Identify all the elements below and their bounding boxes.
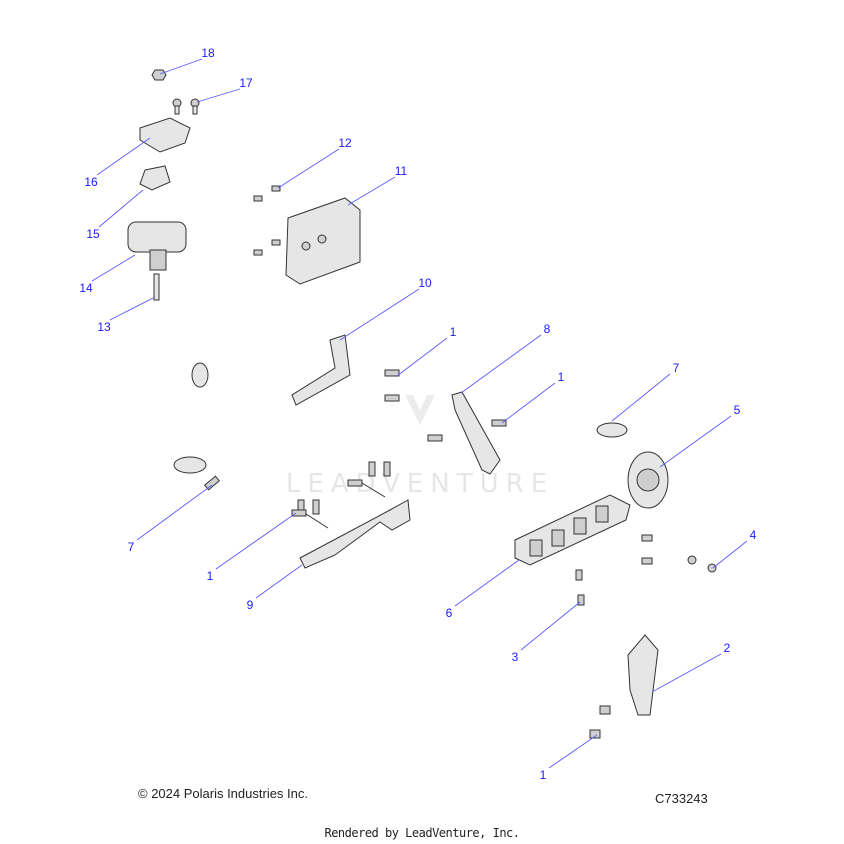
part-throttle-body-5[interactable] (627, 451, 669, 509)
part-loop-clamp[interactable] (191, 362, 209, 388)
callout-12[interactable]: 12 (338, 136, 352, 150)
callout-7[interactable]: 7 (673, 361, 680, 375)
part-fuel-rail-6[interactable] (514, 494, 631, 566)
callout-9[interactable]: 9 (247, 598, 254, 612)
callout-8[interactable]: 8 (544, 322, 551, 336)
callout-3[interactable]: 3 (512, 650, 519, 664)
part-clamp-7-left[interactable] (173, 456, 220, 491)
part-bracket-16[interactable] (139, 117, 191, 153)
callout-1[interactable]: 1 (207, 569, 214, 583)
part-strap-8[interactable] (451, 391, 501, 475)
part-bracket-2[interactable] (627, 634, 659, 716)
part-screws-12[interactable] (253, 185, 281, 256)
leader-line (215, 512, 297, 570)
leader-line (159, 58, 203, 75)
part-nut-18[interactable] (151, 69, 167, 81)
leader-line (548, 734, 598, 769)
callout-16[interactable]: 16 (84, 175, 98, 189)
callout-15[interactable]: 15 (86, 227, 100, 241)
part-screws-3[interactable] (575, 534, 653, 606)
watermark: LEADVENTURE (286, 469, 554, 499)
part-ecu-11[interactable] (285, 197, 361, 285)
callout-7[interactable]: 7 (128, 540, 135, 554)
part-clamp-7-right[interactable] (596, 422, 628, 438)
watermark-logo (405, 395, 435, 425)
diagram-code: C733243 (655, 791, 708, 806)
part-clip-15[interactable] (139, 165, 171, 191)
leader-line (196, 88, 241, 103)
callout-4[interactable]: 4 (750, 528, 757, 542)
copyright-text: © 2024 Polaris Industries Inc. (138, 786, 308, 801)
callout-10[interactable]: 10 (418, 276, 432, 290)
leader-line (91, 254, 136, 282)
part-nuts-4[interactable] (687, 555, 717, 573)
part-ignition-coil-14[interactable] (127, 221, 187, 271)
leader-line (136, 484, 213, 541)
leader-line (255, 564, 303, 599)
callout-18[interactable]: 18 (201, 46, 215, 60)
callout-6[interactable]: 6 (446, 606, 453, 620)
leader-line (460, 334, 542, 394)
callout-1[interactable]: 1 (540, 768, 547, 782)
callout-1[interactable]: 1 (450, 325, 457, 339)
callout-14[interactable]: 14 (79, 281, 93, 295)
callout-13[interactable]: 13 (97, 320, 111, 334)
leader-line (96, 137, 151, 176)
leader-line (501, 382, 556, 424)
part-bolt-13[interactable] (153, 273, 160, 301)
leader-line (109, 296, 156, 321)
leader-line (396, 337, 448, 377)
part-bolts-9[interactable] (291, 461, 391, 529)
leader-line (98, 189, 144, 228)
leader-line (659, 415, 732, 468)
callout-17[interactable]: 17 (239, 76, 253, 90)
leader-line (454, 559, 520, 607)
callout-11[interactable]: 11 (395, 164, 408, 178)
leader-line (339, 288, 420, 341)
part-bracket-10[interactable] (291, 334, 351, 406)
leader-line (651, 653, 722, 693)
callout-5[interactable]: 5 (734, 403, 741, 417)
callout-1[interactable]: 1 (558, 370, 565, 384)
callout-2[interactable]: 2 (724, 641, 731, 655)
part-screws-17[interactable] (172, 98, 200, 115)
leader-line (712, 540, 748, 569)
leader-line (520, 601, 581, 651)
rendered-by-text: Rendered by LeadVenture, Inc. (324, 826, 520, 840)
leader-line (347, 176, 396, 206)
part-bolts-1[interactable] (384, 369, 507, 442)
part-bracket-9[interactable] (299, 499, 411, 569)
part-bolts-1-lower[interactable] (589, 705, 611, 739)
leader-line (277, 148, 340, 189)
leader-line (611, 373, 671, 422)
